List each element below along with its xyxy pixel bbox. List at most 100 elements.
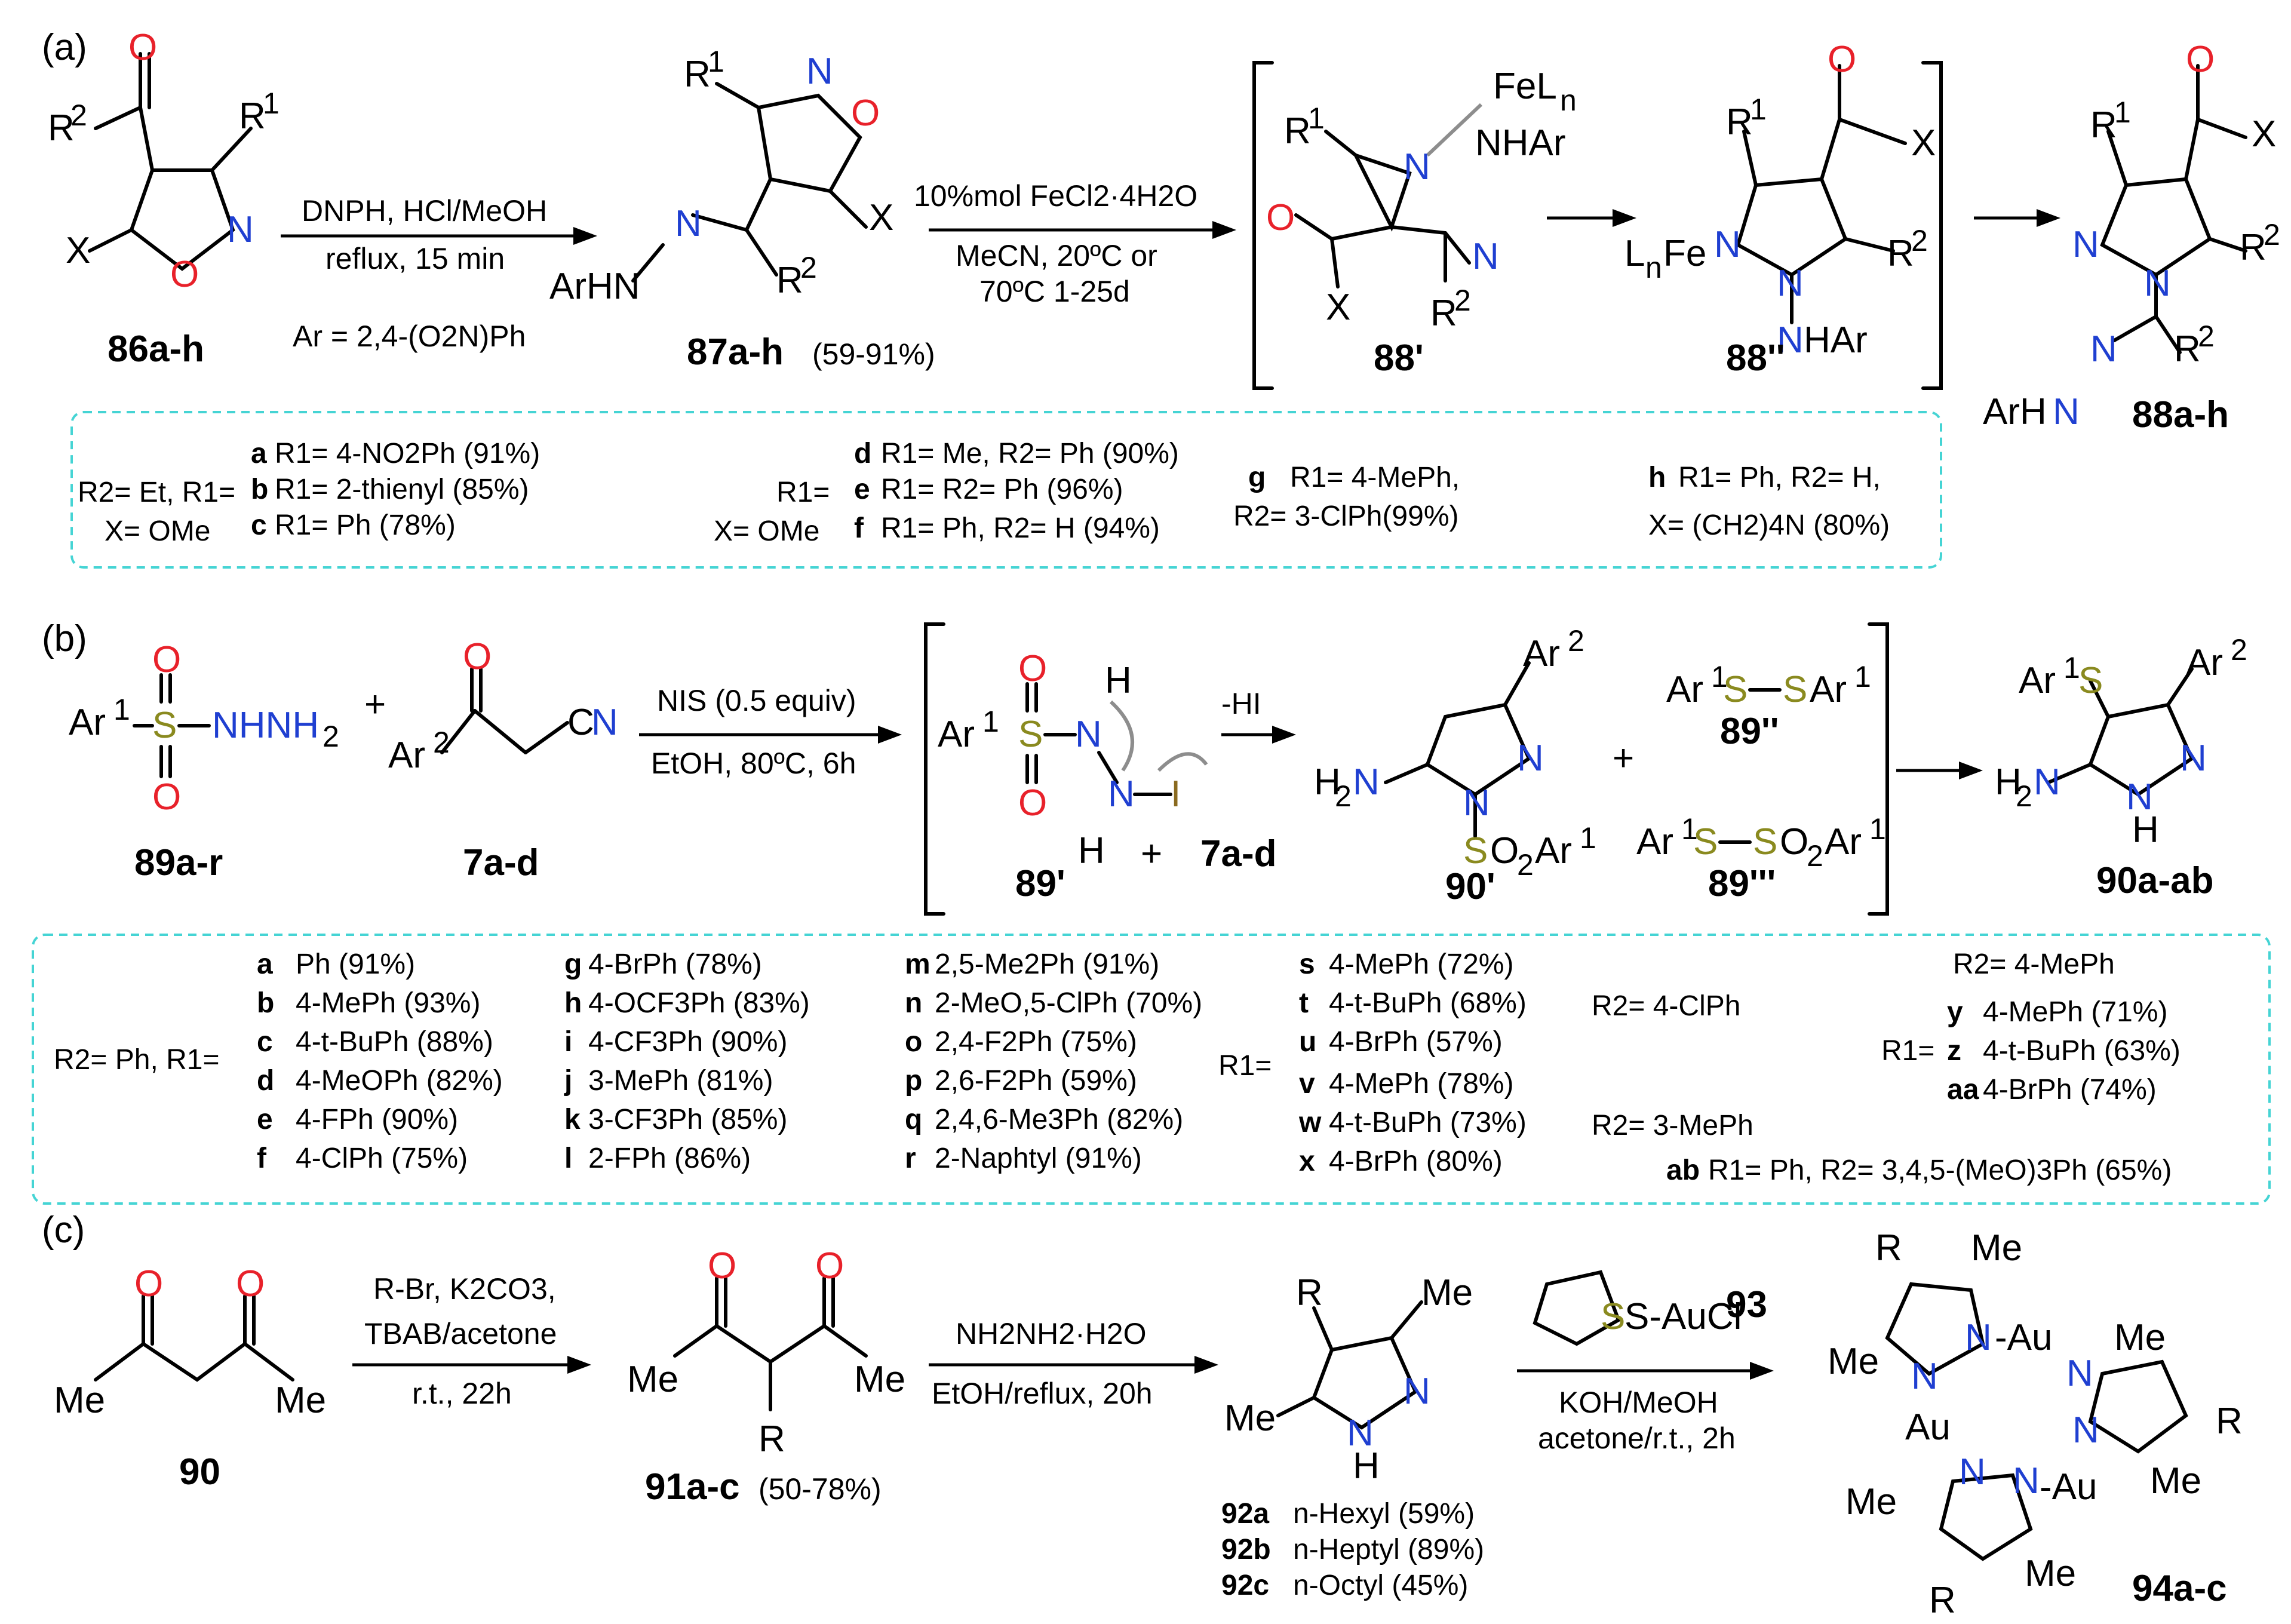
- legend-b-prefix2: R1=: [1218, 1050, 1272, 1082]
- svg-text:N: N: [1777, 320, 1804, 361]
- svg-text:p: p: [905, 1065, 922, 1097]
- svg-text:2: 2: [1807, 839, 1823, 873]
- bracket-left: [924, 622, 945, 916]
- svg-text:N: N: [1777, 263, 1804, 304]
- svg-text:R: R: [1887, 233, 1914, 274]
- step-a2-line2: MeCN, 20ºC or: [956, 239, 1157, 272]
- svg-text:S: S: [1723, 669, 1748, 710]
- step-a1-line1: DNPH, HCl/MeOH: [302, 194, 547, 228]
- svg-text:N: N: [1965, 1317, 1992, 1358]
- svg-text:2,4,6-Me3Ph (82%): 2,4,6-Me3Ph (82%): [935, 1104, 1183, 1135]
- svg-text:o: o: [905, 1026, 922, 1058]
- legend-b-r2-top: R2= 4-ClPh: [1592, 990, 1740, 1022]
- svg-text:n-Heptyl (89%): n-Heptyl (89%): [1293, 1534, 1484, 1565]
- svg-text:4-ClPh (75%): 4-ClPh (75%): [296, 1143, 468, 1174]
- svg-text:1: 1: [2114, 96, 2131, 129]
- svg-text:N: N: [1347, 1413, 1374, 1454]
- svg-text:R: R: [1929, 1580, 1956, 1621]
- svg-text:2: 2: [2198, 320, 2215, 353]
- svg-text:n: n: [1645, 251, 1662, 284]
- svg-text:2: 2: [1517, 848, 1534, 882]
- svg-text:N: N: [1108, 773, 1135, 815]
- legend-a-item-text: X= (CH2)4N (80%): [1648, 509, 1890, 541]
- legend-a-item-key: f: [854, 512, 864, 544]
- svg-text:Me: Me: [2114, 1317, 2166, 1358]
- svg-text:Au: Au: [1905, 1407, 1951, 1448]
- svg-text:H: H: [1078, 830, 1105, 871]
- legend-a-item-key: h: [1648, 462, 1666, 493]
- legend-b-r2-bottom: R2= 3-MePh: [1592, 1110, 1753, 1141]
- svg-text:N: N: [1517, 738, 1544, 779]
- bracket-left: [1252, 61, 1274, 390]
- svg-text:X: X: [1326, 287, 1350, 328]
- svg-text:4-t-BuPh (68%): 4-t-BuPh (68%): [1329, 987, 1527, 1019]
- svg-text:R: R: [1430, 293, 1457, 334]
- legend-a-item-text: R1= Ph, R2= H (94%): [881, 512, 1160, 544]
- svg-text:N: N: [2144, 263, 2171, 304]
- svg-text:Ar: Ar: [1535, 830, 1572, 871]
- svg-text:d: d: [257, 1065, 274, 1097]
- svg-text:Me: Me: [627, 1359, 678, 1400]
- svg-text:Ar: Ar: [1666, 669, 1703, 710]
- svg-text:S: S: [1783, 669, 1807, 710]
- svg-text:H: H: [1995, 762, 2022, 803]
- step-a2-line3: 70ºC 1-25d: [979, 275, 1130, 308]
- intermediate-90p-label: 90': [1445, 866, 1495, 907]
- step-c1-line3: r.t., 22h: [412, 1377, 512, 1410]
- svg-text:4-BrPh (78%): 4-BrPh (78%): [588, 948, 762, 980]
- svg-text:H: H: [1105, 660, 1132, 701]
- svg-text:g: g: [564, 948, 582, 980]
- svg-text:Me: Me: [54, 1380, 105, 1421]
- svg-text:ArHN: ArHN: [549, 266, 640, 307]
- legend-a-group1-prefix: R2= Et, R1=: [78, 477, 235, 508]
- svg-text:Ar: Ar: [1636, 821, 1673, 862]
- svg-text:aa: aa: [1947, 1074, 1979, 1106]
- svg-text:n-Hexyl (59%): n-Hexyl (59%): [1293, 1498, 1475, 1530]
- svg-text:r: r: [905, 1143, 916, 1174]
- svg-text:HAr: HAr: [1804, 320, 1868, 361]
- svg-text:Me: Me: [1421, 1272, 1473, 1313]
- svg-text:4-MePh (71%): 4-MePh (71%): [1983, 996, 2167, 1028]
- svg-text:92a: 92a: [1221, 1498, 1269, 1530]
- bracket-right: [1868, 622, 1889, 916]
- svg-text:N: N: [227, 209, 254, 250]
- svg-text:2-Naphtyl (91%): 2-Naphtyl (91%): [935, 1143, 1142, 1174]
- svg-text:1: 1: [1681, 812, 1698, 846]
- legend-a-item-key: c: [251, 509, 267, 541]
- svg-text:S: S: [2078, 660, 2103, 701]
- svg-text:Ph (91%): Ph (91%): [296, 948, 415, 980]
- svg-text:O: O: [236, 1263, 265, 1304]
- svg-text:N: N: [1959, 1451, 1986, 1493]
- panel-a-tag: (a): [42, 27, 87, 68]
- svg-text:j: j: [564, 1065, 572, 1097]
- svg-text:N: N: [2066, 1353, 2093, 1394]
- svg-text:X: X: [869, 197, 893, 238]
- svg-text:Ar: Ar: [1523, 633, 1560, 674]
- svg-text:R: R: [239, 96, 266, 137]
- svg-text:R: R: [48, 108, 75, 149]
- compound-7-label: 7a-d: [463, 842, 539, 883]
- svg-text:Ar: Ar: [938, 714, 975, 755]
- legend-a-item-key: g: [1248, 462, 1266, 493]
- step-c2-line1: NH2NH2·H2O: [956, 1317, 1147, 1350]
- svg-text:4-CF3Ph (90%): 4-CF3Ph (90%): [588, 1026, 787, 1058]
- svg-text:N: N: [1714, 224, 1741, 265]
- legend-a-item-text: R1= 2-thienyl (85%): [275, 474, 529, 505]
- compound-94-structure: R Me N-Au N Me Au Me N N R Me N N-Au Me …: [1828, 1227, 2243, 1621]
- compound-87-structure: N O R1 X N ArHN R2: [549, 45, 893, 307]
- legend-b-box: [32, 934, 2271, 1205]
- svg-text:92c: 92c: [1221, 1570, 1269, 1601]
- svg-text:2: 2: [323, 720, 339, 753]
- compound-91-structure: O O Me Me R: [627, 1245, 905, 1460]
- svg-text:Me: Me: [1845, 1481, 1897, 1522]
- step-c1-line2: TBAB/acetone: [364, 1317, 557, 1350]
- svg-text:v: v: [1299, 1068, 1315, 1100]
- step-b1-line2: EtOH, 80ºC, 6h: [651, 747, 856, 780]
- legend-b-ab-text: R1= Ph, R2= 3,4,5-(MeO)3Ph (65%): [1708, 1155, 2172, 1186]
- svg-text:N: N: [1404, 146, 1430, 188]
